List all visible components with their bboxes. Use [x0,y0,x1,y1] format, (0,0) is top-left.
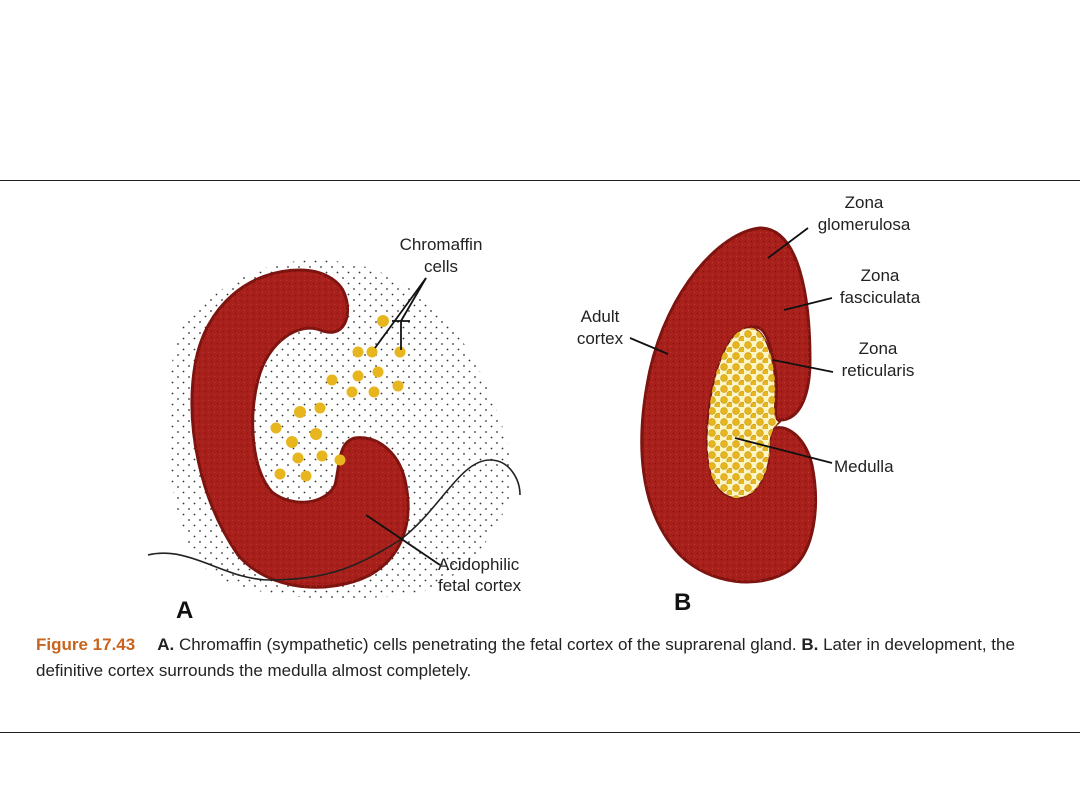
chromaffin-cell [326,374,338,386]
figure-number: Figure 17.43 [36,635,136,654]
chromaffin-cell [377,315,389,327]
label-zona-reticularis-line2: reticularis [842,361,915,380]
chromaffin-cell [366,346,378,358]
chromaffin-cell [352,370,364,382]
label-adult-cortex-line1: Adult [581,307,620,326]
caption-a-text: Chromaffin (sympathetic) cells penetrati… [174,635,802,654]
chromaffin-cell [270,422,282,434]
label-acidophilic-line1: Acidophilic [438,555,520,574]
chromaffin-cell [286,436,298,448]
acidophilic-fetal-cortex-texture [191,270,409,588]
coelomic-boundary-curve [147,459,521,581]
chromaffin-cell [352,346,364,358]
chromaffin-cell [300,470,312,482]
panel-b-leaders [629,227,834,464]
label-chromaffin-line1: Chromaffin [400,235,483,254]
label-zona-fasciculata-line2: fasciculata [840,288,921,307]
chromaffin-cell [394,346,406,358]
caption-b-text: Later in development, the definitive cor… [36,635,1015,680]
caption-b-marker: B. [801,635,819,654]
chromaffin-cell [392,380,404,392]
panel-a: Chromaffin cells Acidophilic fetal corte… [147,235,522,624]
chromaffin-cell [316,450,328,462]
chromaffin-cells [270,315,406,482]
adult-cortex-texture [641,228,816,582]
label-zona-glomerulosa-line1: Zona [845,193,884,212]
panel-b-letter: B [674,589,691,616]
medulla-leader [734,437,833,464]
label-chromaffin-line2: cells [424,257,458,276]
top-rule [0,180,1080,181]
label-zona-reticularis-line1: Zona [859,339,898,358]
adult-cortex-leader [629,337,669,355]
chromaffin-cell [292,452,304,464]
chromaffin-cell [310,428,322,440]
bottom-rule [0,732,1080,733]
label-zona-fasciculata-line1: Zona [861,266,900,285]
caption-a-marker: A. [157,635,175,654]
label-zona-glomerulosa-line2: glomerulosa [818,215,911,234]
chromaffin-cell [334,454,346,466]
label-medulla: Medulla [834,457,894,476]
chromaffin-leader [374,277,427,350]
acidophilic-leader [365,514,441,566]
chromaffin-cell [314,402,326,414]
label-adult-cortex-line2: cortex [577,329,624,348]
chromaffin-cell [274,468,286,480]
zona-reticularis-leader [772,359,834,373]
chromaffin-cell [368,386,380,398]
panel-a-letter: A [176,597,193,624]
chromaffin-cell [372,366,384,378]
label-acidophilic-line2: fetal cortex [438,576,522,595]
chromaffin-cell [294,406,306,418]
zona-glomerulosa-leader [767,227,809,259]
zona-fasciculata-leader [783,297,833,311]
chromaffin-cell [346,386,358,398]
medulla-cells [706,327,780,499]
panel-b: Zona glomerulosa Zona fasciculata Zona r… [577,193,921,616]
figure-caption: Figure 17.43 A. Chromaffin (sympathetic) … [36,632,1056,684]
